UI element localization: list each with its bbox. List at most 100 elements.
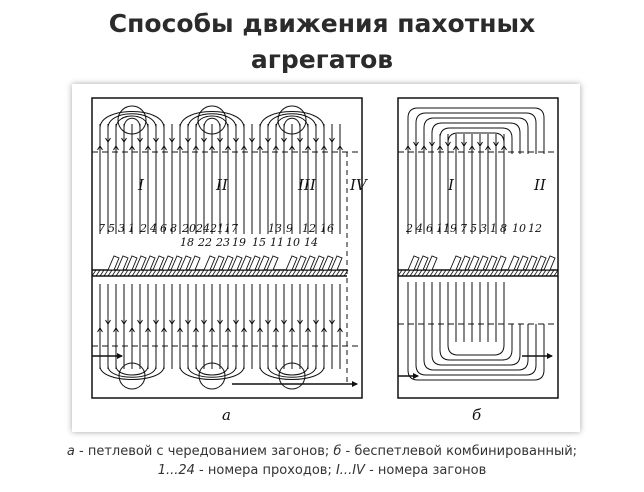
direction-arrow bbox=[421, 145, 427, 151]
soil-hatch bbox=[95, 269, 101, 277]
turn-loop-circle bbox=[278, 362, 306, 390]
soil-hatch bbox=[465, 269, 471, 277]
pass-number: 10 bbox=[512, 222, 526, 235]
plough-body bbox=[212, 255, 225, 271]
direction-arrow bbox=[297, 137, 303, 143]
plough-body bbox=[476, 255, 489, 271]
soil-hatch bbox=[343, 269, 349, 277]
panel-b-zone-1: I bbox=[447, 176, 455, 194]
turn-loop bbox=[107, 113, 157, 129]
soil-hatch bbox=[247, 269, 253, 277]
soil-hatch bbox=[537, 269, 543, 277]
direction-arrow bbox=[405, 145, 411, 151]
soil-hatch bbox=[139, 269, 145, 277]
caption-a-text: - петлевой с чередованием загонов; bbox=[74, 444, 334, 459]
turn-loop bbox=[267, 113, 317, 129]
nested-turn bbox=[423, 324, 529, 371]
soil-hatch bbox=[263, 269, 269, 277]
direction-arrow bbox=[217, 137, 223, 143]
pass-number: 7 bbox=[460, 222, 467, 235]
direction-arrow bbox=[329, 137, 335, 143]
caption-b-letter: б bbox=[333, 444, 342, 459]
plough-body bbox=[170, 255, 183, 271]
soil-hatch bbox=[99, 269, 105, 277]
soil-hatch bbox=[517, 269, 523, 277]
soil-hatch bbox=[299, 269, 305, 277]
soil-hatch bbox=[191, 269, 197, 277]
turn-loop bbox=[195, 365, 229, 376]
direction-arrow bbox=[185, 319, 191, 325]
soil-hatch bbox=[187, 269, 193, 277]
soil-hatch bbox=[215, 269, 221, 277]
soil-hatch bbox=[513, 269, 519, 277]
plough-body bbox=[543, 255, 556, 271]
soil-hatch bbox=[259, 269, 265, 277]
direction-arrow bbox=[177, 327, 183, 333]
turn-loop bbox=[195, 115, 229, 129]
pass-number: 9 bbox=[286, 222, 293, 235]
soil-hatch bbox=[107, 269, 113, 277]
direction-arrow bbox=[305, 327, 311, 333]
plough-body bbox=[312, 255, 325, 271]
soil-hatch bbox=[497, 269, 503, 277]
direction-arrow bbox=[129, 327, 135, 333]
pass-number: 14 bbox=[304, 236, 318, 249]
turn-loop bbox=[99, 365, 165, 380]
panel-a-pass-lines bbox=[97, 124, 343, 369]
turn-loop bbox=[259, 111, 325, 129]
soil-hatch bbox=[203, 269, 209, 277]
direction-arrow bbox=[477, 141, 483, 147]
caption-pass-text: - номера проходов; bbox=[194, 463, 336, 478]
panel-b-border bbox=[397, 97, 559, 399]
plough-body bbox=[516, 255, 529, 271]
turn-loop bbox=[275, 365, 309, 376]
direction-arrow bbox=[161, 145, 167, 151]
turn-loop bbox=[123, 117, 141, 129]
plough-body bbox=[407, 255, 420, 271]
plough-body bbox=[458, 255, 471, 271]
caption-pass-range: 1...24 bbox=[157, 463, 195, 478]
direction-arrow bbox=[233, 137, 239, 143]
direction-arrow bbox=[265, 137, 271, 143]
soil-hatch bbox=[505, 269, 511, 277]
plough-body bbox=[203, 255, 216, 271]
direction-arrow bbox=[193, 327, 199, 333]
pass-number: 16 bbox=[320, 222, 334, 235]
direction-arrow bbox=[161, 327, 167, 333]
direction-arrow bbox=[201, 137, 207, 143]
nested-turn bbox=[423, 117, 529, 154]
pass-number: 2 bbox=[139, 222, 147, 235]
soil-hatch bbox=[549, 269, 555, 277]
soil-hatch bbox=[239, 269, 245, 277]
plough-body bbox=[449, 255, 462, 271]
soil-hatch bbox=[179, 269, 185, 277]
plough-body bbox=[525, 255, 538, 271]
pass-number: 8 bbox=[500, 222, 507, 235]
pass-number: 3 bbox=[118, 222, 125, 235]
panel-a-bottom-loops bbox=[99, 362, 325, 390]
soil-hatch bbox=[457, 269, 463, 277]
turn-loop bbox=[203, 117, 221, 129]
pass-number: 24 bbox=[195, 222, 210, 235]
caption-line-2: 1...24 - номера проходов; I...IV - номер… bbox=[0, 461, 644, 480]
direction-arrow bbox=[329, 319, 335, 325]
direction-arrow bbox=[453, 145, 459, 151]
soil-hatch bbox=[127, 269, 133, 277]
direction-arrow bbox=[169, 137, 175, 143]
direction-arrow bbox=[469, 145, 475, 151]
plough-body bbox=[303, 255, 316, 271]
soil-hatch bbox=[441, 269, 447, 277]
soil-hatch bbox=[525, 269, 531, 277]
direction-arrow bbox=[241, 145, 247, 151]
direction-arrow bbox=[241, 327, 247, 333]
direction-arrow bbox=[105, 137, 111, 143]
soil-hatch bbox=[155, 269, 161, 277]
direction-arrow bbox=[121, 137, 127, 143]
direction-arrow bbox=[273, 327, 279, 333]
direction-arrow bbox=[177, 145, 183, 151]
soil-hatch bbox=[429, 269, 435, 277]
nested-turn bbox=[439, 324, 513, 361]
turn-loop-circle bbox=[197, 105, 227, 135]
